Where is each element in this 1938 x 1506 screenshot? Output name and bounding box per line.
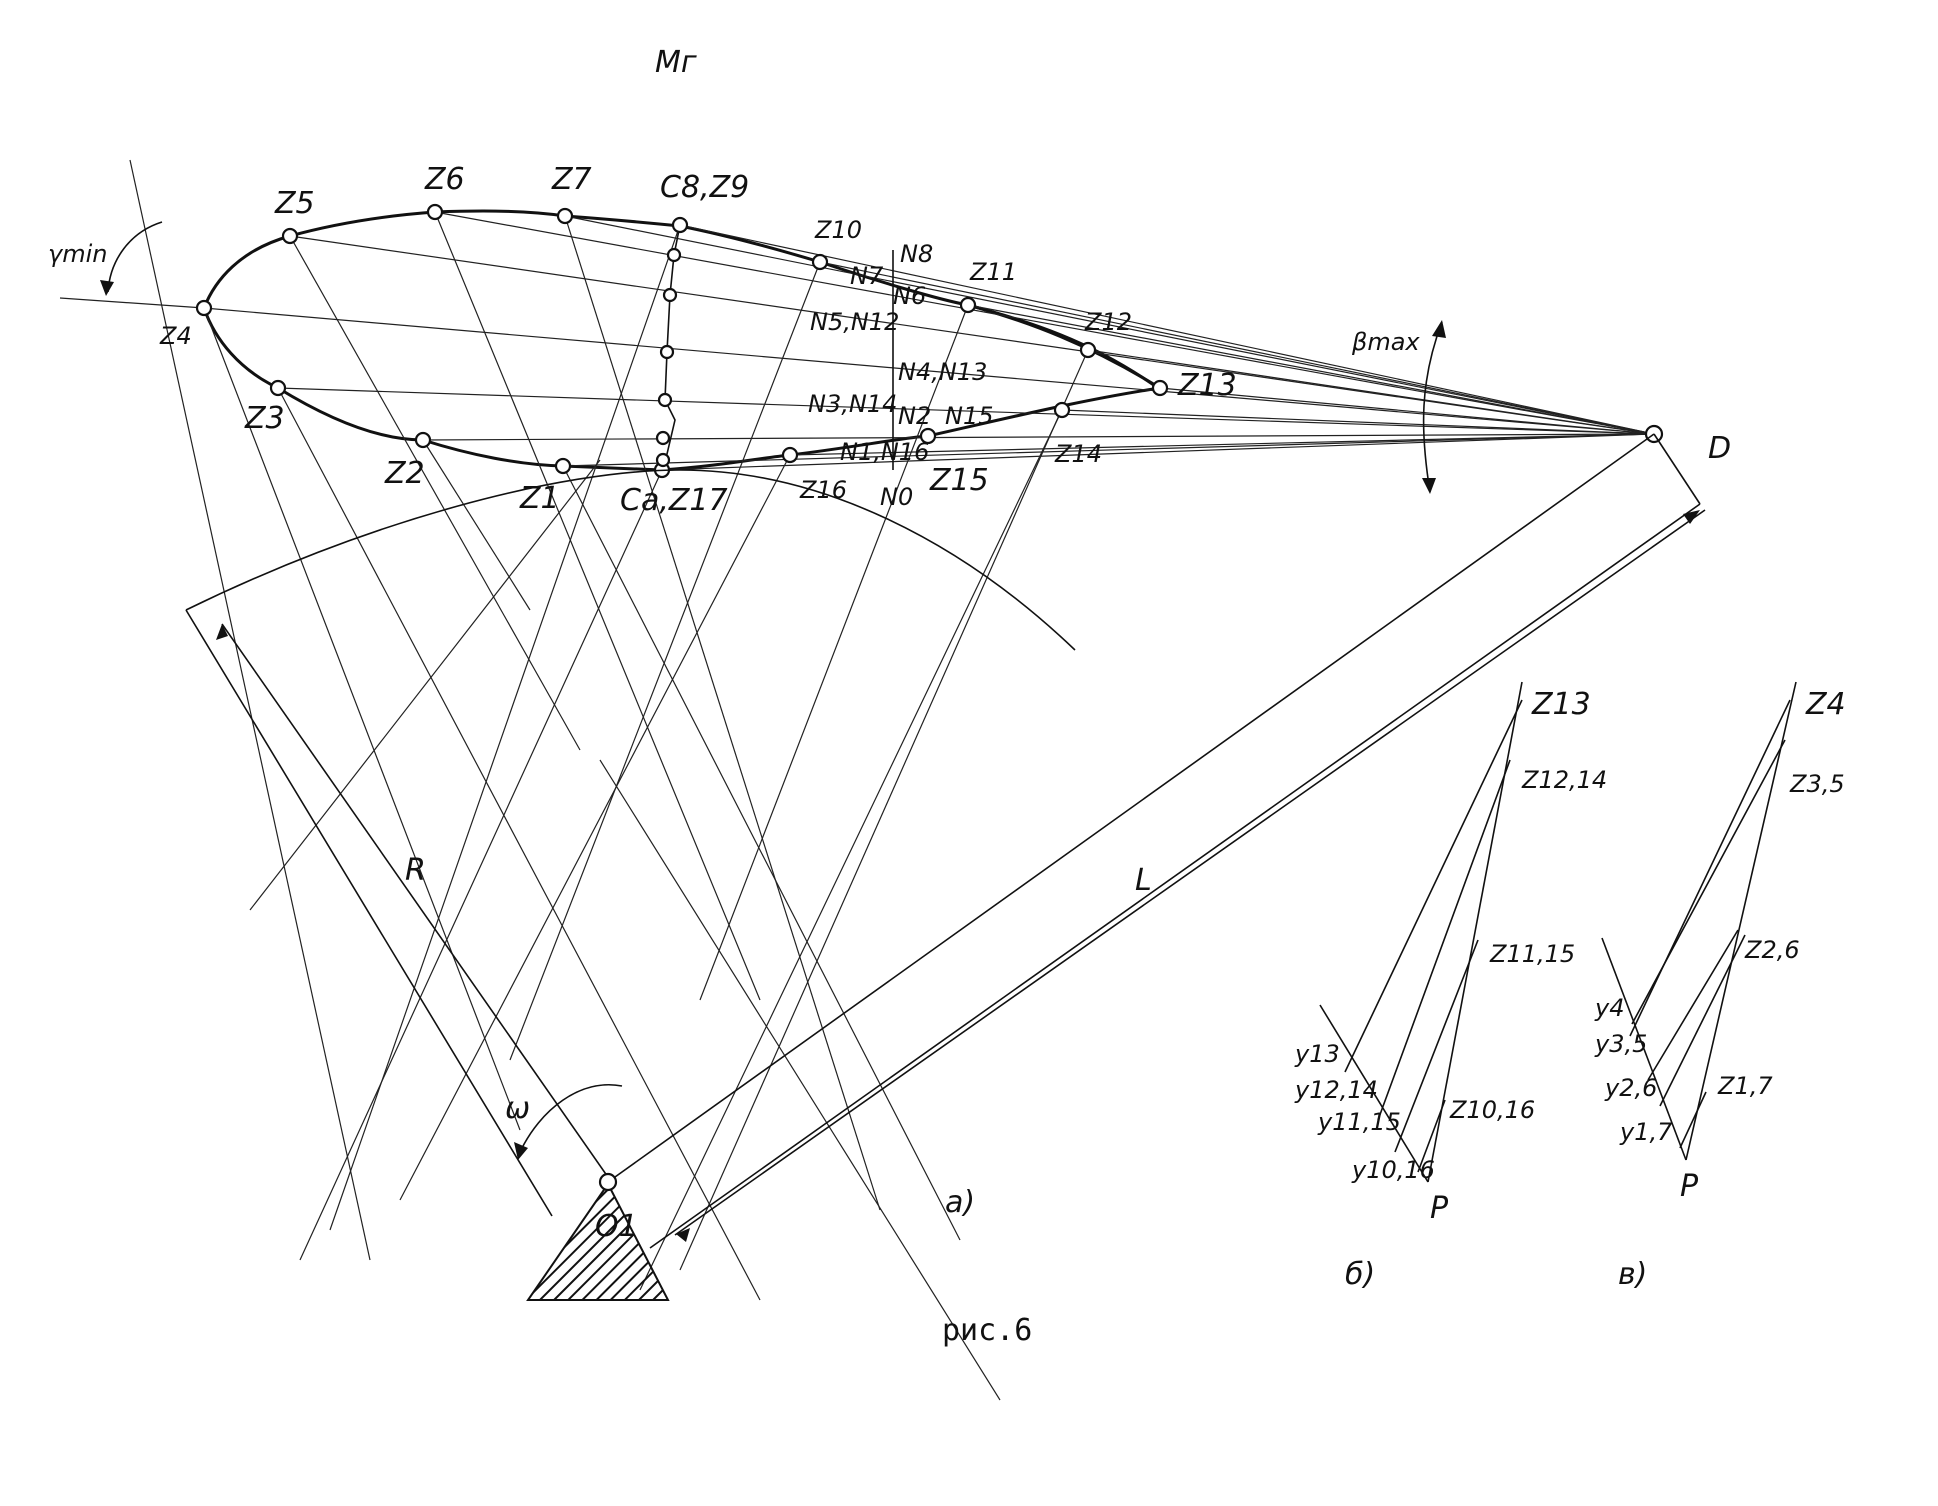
label-o1: O1 xyxy=(595,1209,638,1244)
label-z3: Z3 xyxy=(244,401,285,436)
label-z6: Z6 xyxy=(424,162,465,197)
gamma-arrow xyxy=(100,280,114,296)
label-z14: Z14 xyxy=(1054,440,1102,468)
label-z10: Z10 xyxy=(814,216,862,244)
label-ca-z17: Ca,Z17 xyxy=(620,483,728,518)
o1-support xyxy=(526,1182,670,1301)
b-label-p: P xyxy=(1430,1191,1449,1226)
label-z5: Z5 xyxy=(274,186,315,221)
label-n6: N6 xyxy=(893,282,926,310)
v-label-y3-5: y3,5 xyxy=(1594,1030,1647,1058)
b-label-z11-15: Z11,15 xyxy=(1489,940,1575,968)
chord-lines-to-d xyxy=(59,211,1655,471)
v-label-p: P xyxy=(1680,1169,1699,1204)
label-n5-n12: N5,N12 xyxy=(810,308,899,336)
b-label-z13: Z13 xyxy=(1531,687,1591,722)
label-z12: Z12 xyxy=(1084,308,1132,336)
label-n0: N0 xyxy=(880,483,913,511)
v-label-z3-5: Z3,5 xyxy=(1789,770,1845,798)
b-label-y10-16: y10,16 xyxy=(1351,1156,1435,1184)
profile-points xyxy=(195,203,1664,479)
radius-arc xyxy=(185,469,1076,651)
v-label-z2-6: Z2,6 xyxy=(1744,936,1800,964)
label-n7: N7 xyxy=(850,262,884,290)
beta-arrow-top xyxy=(1432,320,1446,338)
v-label-panel: в) xyxy=(1618,1257,1647,1292)
beta-max-arc xyxy=(1422,321,1443,493)
label-z13: Z13 xyxy=(1177,368,1237,403)
header-mark: Мг xyxy=(655,45,697,80)
label-omega: ω xyxy=(505,1091,530,1126)
label-z15: Z15 xyxy=(929,463,989,498)
label-z11: Z11 xyxy=(969,258,1017,286)
beta-arrow-bottom xyxy=(1422,478,1436,494)
label-n1-n16: N1,N16 xyxy=(840,438,929,466)
label-n3-n14: N3,N14 xyxy=(808,390,897,418)
profile-upper-curve xyxy=(202,209,1159,390)
profile-trailing-upper xyxy=(967,303,1161,390)
v-label-y4: y4 xyxy=(1594,994,1624,1022)
v-label-z1-7: Z1,7 xyxy=(1717,1072,1773,1100)
label-r: R xyxy=(405,853,426,888)
kinematic-frame: R L ω O1 a) xyxy=(185,433,1706,1301)
label-z4: Z4 xyxy=(159,322,192,350)
label-z7: Z7 xyxy=(551,162,592,197)
v-label-y2-6: y2,6 xyxy=(1604,1074,1657,1102)
label-beta-max: βmax xyxy=(1351,328,1420,356)
label-gamma-min: γmin xyxy=(48,240,107,268)
label-panel-a: a) xyxy=(945,1185,975,1220)
b-label-z12-14: Z12,14 xyxy=(1521,766,1607,794)
v-label-z4: Z4 xyxy=(1805,687,1846,722)
b-label-panel: б) xyxy=(1345,1257,1375,1292)
label-n8: N8 xyxy=(900,240,933,268)
b-label-y11-15: y11,15 xyxy=(1317,1108,1401,1136)
diagram-v: Z4 Z3,5 Z2,6 Z1,7 y4 y3,5 y2,6 y1,7 P в) xyxy=(1594,681,1846,1292)
label-d: D xyxy=(1708,431,1731,466)
profile-lower-curve xyxy=(202,307,1161,472)
label-z2: Z2 xyxy=(384,456,425,491)
figure-caption: рис.6 xyxy=(942,1313,1032,1348)
label-n4-n13: N4,N13 xyxy=(898,358,987,386)
label-n15: N15 xyxy=(945,402,994,430)
blade-profile: Мг Z5 Z6 Z7 C8,Z9 Z10 Z11 Z12 Z13 Z14 Z1… xyxy=(48,45,1731,1401)
b-label-y12-14: y12,14 xyxy=(1294,1076,1378,1104)
label-l: L xyxy=(1135,863,1152,898)
b-label-y13: y13 xyxy=(1294,1040,1340,1068)
gamma-min-arc xyxy=(107,221,163,293)
v-label-y1-7: y1,7 xyxy=(1619,1118,1673,1146)
b-label-z10-16: Z10,16 xyxy=(1449,1096,1535,1124)
label-c8-z9: C8,Z9 xyxy=(660,170,749,205)
omega-arc xyxy=(519,1084,623,1153)
projection-rays xyxy=(129,159,1089,1401)
label-n2: N2 xyxy=(898,402,931,430)
diagram-b: Z13 Z12,14 Z11,15 Z10,16 y13 y12,14 y11,… xyxy=(1294,681,1607,1292)
